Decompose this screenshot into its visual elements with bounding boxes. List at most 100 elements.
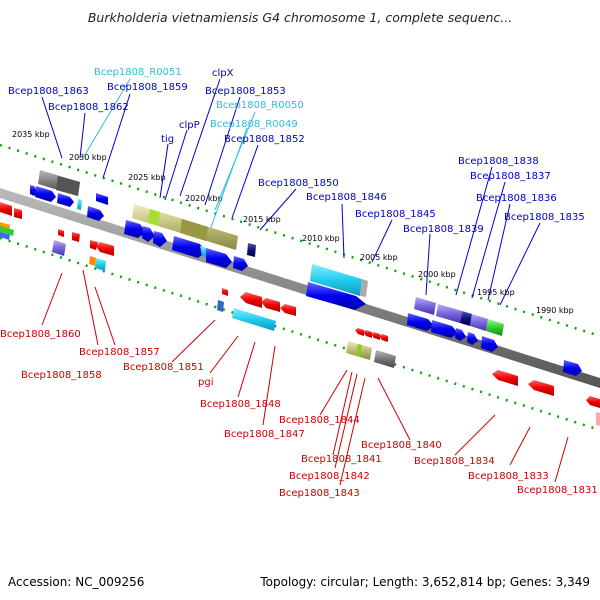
leader-lines	[41, 78, 569, 486]
gene-label[interactable]: tig	[161, 134, 174, 145]
gene-bar-purple	[470, 314, 488, 331]
gene-label[interactable]: Bcep1808_1835	[504, 212, 585, 223]
gene-label[interactable]: Bcep1808_1847	[224, 429, 305, 440]
gene-label[interactable]: Bcep1808_R0050	[216, 100, 304, 111]
gene-bar-blue	[0, 232, 10, 240]
gene-arrow-blue	[87, 206, 104, 221]
gene-bar-purple	[52, 240, 66, 256]
gene-arrow-blue	[563, 360, 582, 376]
gene-bar-cyan	[95, 258, 106, 271]
gene-label[interactable]: Bcep1808_1838	[458, 156, 539, 167]
kbp-tick-2005: 2005 kbp	[360, 253, 398, 262]
gene-arrow-red	[90, 240, 98, 250]
kbp-tick-2010: 2010 kbp	[302, 234, 340, 243]
gene-label[interactable]: Bcep1808_1860	[0, 329, 81, 340]
gene-label[interactable]: Bcep1808_1831	[517, 485, 598, 496]
gene-bar-navy	[247, 243, 256, 257]
gene-bar-green	[0, 226, 14, 236]
gene-bar-pink	[596, 412, 600, 426]
gene-arrow-red	[0, 202, 12, 216]
inner-tick-line	[0, 236, 600, 432]
gene-arrow-blue	[124, 220, 146, 238]
gene-bar-orange	[89, 256, 96, 266]
gene-arrow-red	[222, 288, 228, 296]
gene-bar-green	[486, 319, 504, 336]
gene-arrow-blue	[407, 313, 434, 331]
gene-label[interactable]: Bcep1808_1840	[361, 440, 442, 451]
accession-text: Accession: NC_009256	[8, 575, 145, 589]
gene-label[interactable]: Bcep1808_1836	[476, 193, 557, 204]
gene-rna-cyan	[77, 199, 82, 210]
gene-label[interactable]: Bcep1808_1862	[48, 102, 129, 113]
gene-arrow-red	[586, 396, 600, 408]
kbp-tick-2015: 2015 kbp	[243, 215, 281, 224]
gene-label[interactable]: Bcep1808_1843	[279, 488, 360, 499]
kbp-labels: 2035 kbp 2030 kbp 2025 kbp 2020 kbp 2015…	[12, 130, 574, 315]
gene-label[interactable]: Bcep1808_1853	[205, 86, 286, 97]
gene-label[interactable]: pgi	[198, 377, 213, 388]
kbp-tick-2035: 2035 kbp	[12, 130, 50, 139]
gene-bar-green	[356, 344, 362, 357]
gene-bar-green	[148, 209, 160, 226]
gene-label[interactable]: Bcep1808_1837	[470, 171, 551, 182]
gene-arrow-blue	[206, 248, 232, 268]
gene-label[interactable]: Bcep1808_1852	[224, 134, 305, 145]
gene-arrow-red	[355, 328, 364, 336]
gene-label[interactable]: Bcep1808_R0051	[94, 67, 182, 78]
gene-label[interactable]: Bcep1808_1841	[301, 454, 382, 465]
gene-arrow-red	[58, 229, 64, 237]
gene-arrow-red	[72, 232, 80, 242]
gene-arrow-blue	[306, 282, 366, 310]
gene-arrow-blue	[455, 328, 466, 341]
kbp-tick-2025: 2025 kbp	[128, 173, 166, 182]
gene-arrow-blue	[153, 231, 167, 247]
gene-arrow-red	[96, 242, 114, 256]
gene-label[interactable]: Bcep1808_1848	[200, 399, 281, 410]
gene-label[interactable]: clpP	[179, 120, 200, 131]
gene-bar-purple	[436, 304, 462, 323]
reverse-strand-genes	[0, 202, 600, 426]
gene-label[interactable]: Bcep1808_1859	[107, 82, 188, 93]
gene-arrow-red	[371, 332, 380, 340]
gene-arrow-blue	[481, 336, 498, 352]
gene-label[interactable]: Bcep1808_1834	[414, 456, 495, 467]
gene-label[interactable]: Bcep1808_1858	[21, 370, 102, 381]
gene-bar-gray	[374, 350, 396, 368]
gene-label[interactable]: Bcep1808_1850	[258, 178, 339, 189]
gene-label[interactable]: Bcep1808_1844	[279, 415, 360, 426]
gene-arrow-blue	[96, 193, 108, 205]
topology-text: Topology: circular; Length: 3,652,814 bp…	[260, 575, 590, 589]
gene-bar-olive	[180, 219, 208, 241]
gene-arrow-red	[379, 334, 388, 342]
gene-label[interactable]: Bcep1808_1857	[79, 347, 160, 358]
gene-label[interactable]: Bcep1808_1845	[355, 209, 436, 220]
gene-bar-cyan	[232, 308, 276, 331]
forward-strand-genes	[30, 170, 582, 376]
gene-arrow-blue	[467, 332, 478, 345]
gene-label[interactable]: clpX	[212, 68, 234, 79]
gene-arrow-blue	[233, 256, 248, 271]
gene-arrow-red	[363, 330, 372, 338]
kbp-tick-2000: 2000 kbp	[418, 270, 456, 279]
gene-label[interactable]: Bcep1808_1863	[8, 86, 89, 97]
gene-label[interactable]: Bcep1808_1839	[403, 224, 484, 235]
gene-label[interactable]: Bcep1808_1851	[123, 362, 204, 373]
gene-label[interactable]: Bcep1808_1846	[306, 192, 387, 203]
gene-arrow-red	[492, 370, 518, 386]
gene-arrow-red	[240, 292, 262, 308]
gene-bar-cyan	[310, 264, 362, 296]
gene-bar-gray	[56, 176, 80, 196]
gene-arrow-blue	[172, 236, 206, 258]
gene-arrow-blue	[57, 193, 74, 207]
gene-arrow-blue	[431, 320, 458, 338]
gene-bar-gray	[360, 279, 368, 297]
gene-label[interactable]: Bcep1808_1842	[289, 471, 370, 482]
gene-arrow-red	[280, 304, 296, 316]
gene-label[interactable]: Bcep1808_R0049	[210, 119, 298, 130]
gene-label[interactable]: Bcep1808_1833	[468, 471, 549, 482]
gene-arrow-red	[528, 380, 554, 396]
gene-arrow-red	[261, 298, 280, 312]
gene-bar-blue	[217, 300, 224, 312]
